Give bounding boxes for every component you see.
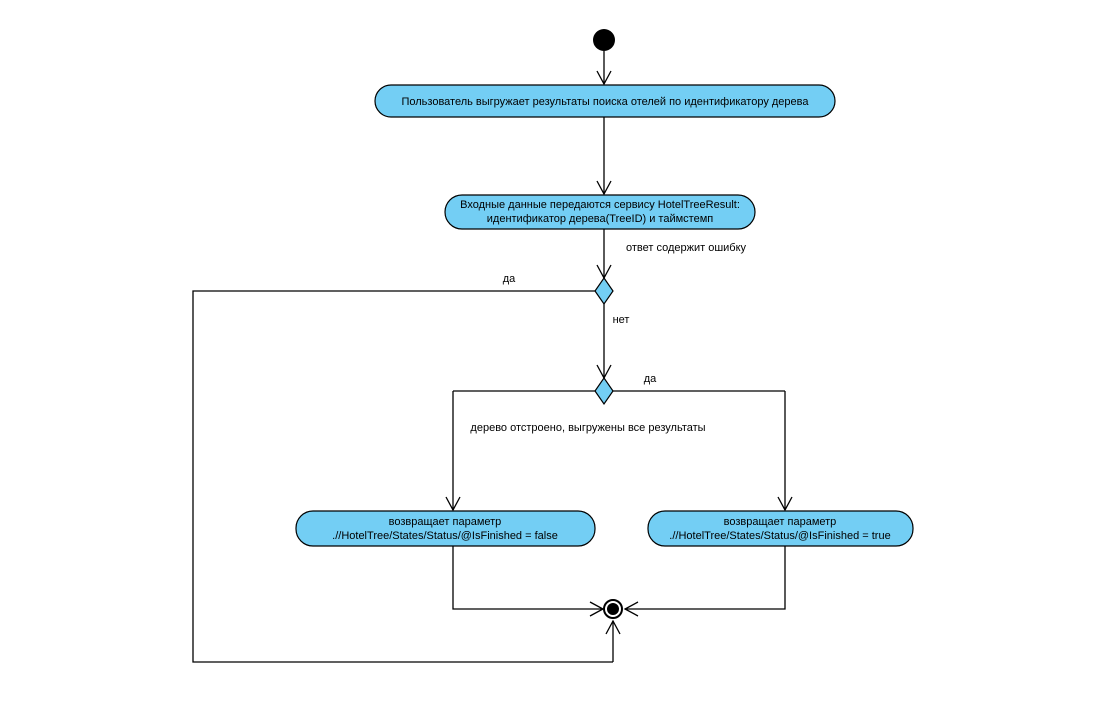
action-node-service-input-line2: идентификатор дерева(TreeID) и таймстемп <box>487 213 714 225</box>
arrowhead-to-action-return-true <box>777 496 793 512</box>
action-node-return-false-line1: возвращает параметр <box>389 516 502 528</box>
edge-label-error-yes: да <box>503 273 516 285</box>
action-node-user-export-label: Пользователь выгружает результаты поиска… <box>401 96 809 108</box>
flow-return-true-to-end <box>625 546 786 610</box>
arrowhead-to-action2 <box>596 180 612 196</box>
decision-node-error <box>594 276 614 306</box>
action-node-return-false <box>295 510 596 547</box>
final-node <box>607 603 619 615</box>
arrowhead-end-from-bottom <box>605 619 621 635</box>
action-node-return-true-line2: .//HotelTree/States/Status/@IsFinished =… <box>669 530 890 542</box>
action-node-user-export <box>374 84 836 118</box>
edge-label-finished-guard: дерево отстроено, выгружены все результа… <box>470 422 705 434</box>
action-node-return-true <box>647 510 914 547</box>
action-node-service-input <box>444 194 756 230</box>
edge-label-error-guard: ответ содержит ошибку <box>626 242 747 254</box>
action-node-return-true-line1: возвращает параметр <box>724 516 837 528</box>
flow-return-false-to-end <box>452 546 603 610</box>
action-node-return-false-line2: .//HotelTree/States/Status/@IsFinished =… <box>332 530 558 542</box>
edge-label-finished-yes: да <box>644 373 657 385</box>
edge-label-error-no: нет <box>613 314 630 326</box>
decision-node-finished <box>594 376 614 406</box>
arrowhead-to-action-return-false <box>445 496 461 512</box>
action-node-service-input-line1: Входные данные передаются сервису HotelT… <box>460 199 740 211</box>
arrowhead-end-from-right <box>623 601 639 617</box>
arrowhead-to-action1 <box>596 70 612 86</box>
initial-node <box>593 29 615 51</box>
flow-decision-error-yes-loopback <box>192 290 613 663</box>
